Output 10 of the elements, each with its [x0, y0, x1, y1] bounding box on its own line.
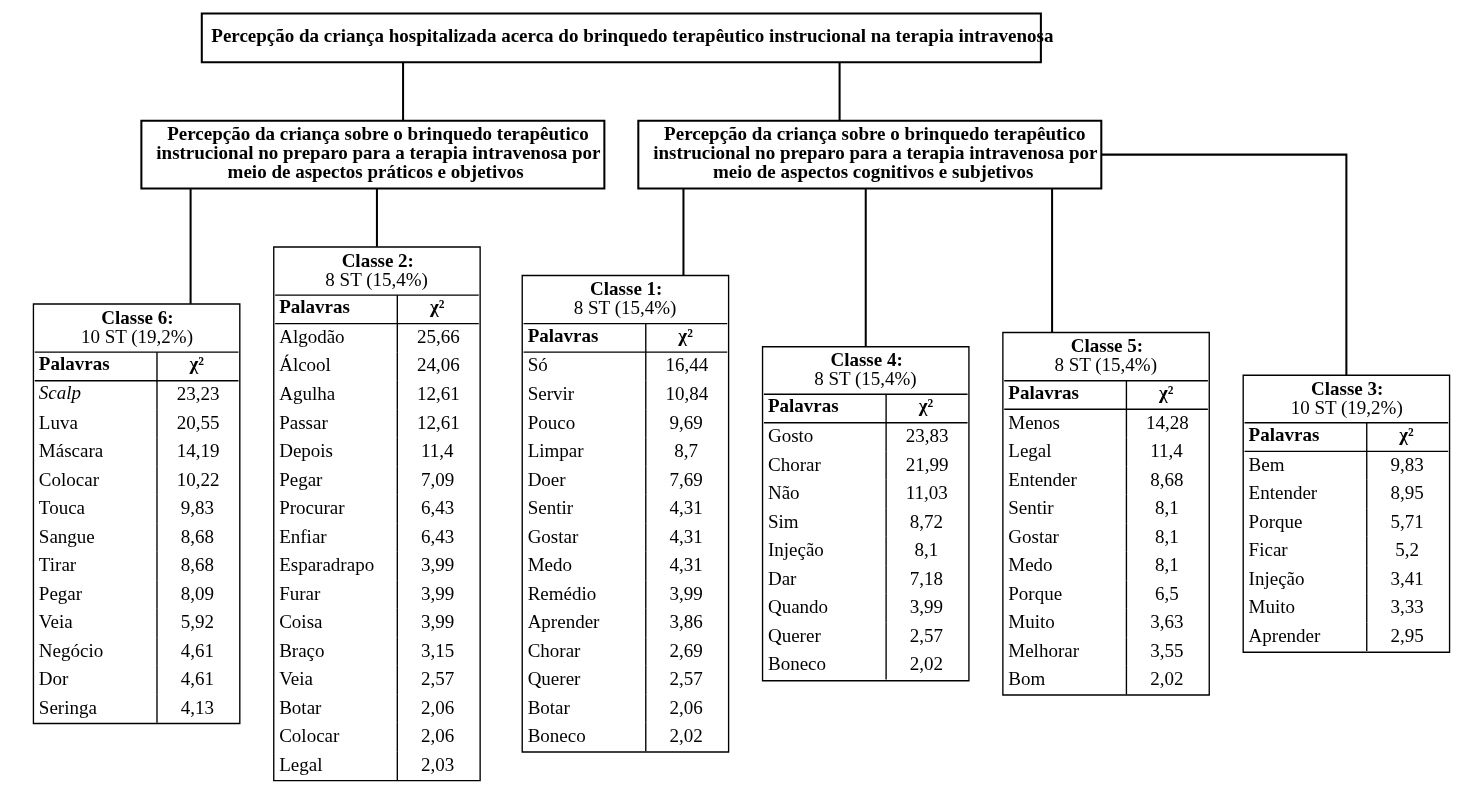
connector [189, 189, 192, 304]
node-box: Percepção da criança sobre o brinquedo terapêutico instrucional no preparo para a terapia intravenosa por meio de aspectos práticos e objetivos [140, 119, 606, 190]
connector [375, 189, 378, 247]
connector [1101, 153, 1348, 375]
node-box: Percepção da criança sobre o brinquedo terapêutico instrucional no preparo para a terapia intravenosa por meio de aspectos cognitivos e subjetivos [637, 119, 1103, 190]
connector [682, 189, 685, 276]
connector [838, 62, 841, 121]
connector [1051, 189, 1054, 333]
connector [864, 189, 867, 347]
connector [402, 62, 405, 121]
